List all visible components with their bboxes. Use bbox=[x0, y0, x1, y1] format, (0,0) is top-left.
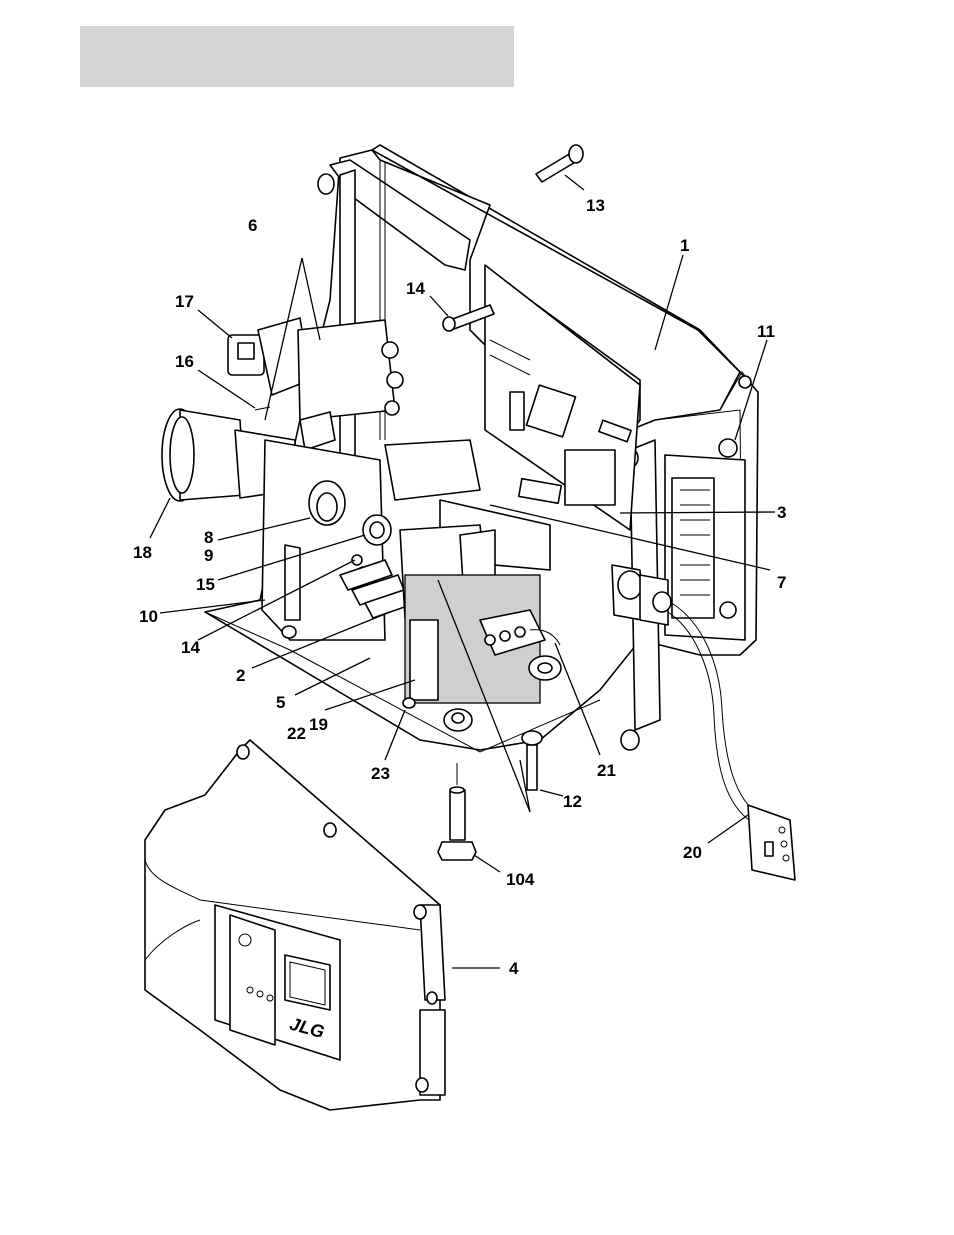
screw-12 bbox=[527, 745, 537, 790]
callout-23: 23 bbox=[371, 764, 390, 783]
callout-22: 22 bbox=[287, 724, 306, 743]
callout-17: 17 bbox=[175, 292, 194, 311]
callout-14-top: 14 bbox=[406, 279, 425, 298]
callout-7: 7 bbox=[777, 573, 786, 592]
callout-18: 18 bbox=[133, 543, 152, 562]
callout-6: 6 bbox=[248, 216, 257, 235]
bolt-104 bbox=[450, 790, 465, 840]
callout-104: 104 bbox=[506, 870, 535, 889]
callout-10: 10 bbox=[139, 607, 158, 626]
callout-20: 20 bbox=[683, 843, 702, 862]
callout-8: 8 bbox=[204, 528, 213, 547]
bottom-cover bbox=[145, 740, 445, 1110]
washer-23 bbox=[403, 698, 415, 708]
callout-21: 21 bbox=[597, 761, 616, 780]
callout-5: 5 bbox=[276, 693, 285, 712]
callout-19: 19 bbox=[309, 715, 328, 734]
callout-4: 4 bbox=[509, 959, 519, 978]
callout-13: 13 bbox=[586, 196, 605, 215]
callout-11: 11 bbox=[757, 322, 775, 341]
callout-3: 3 bbox=[777, 503, 786, 522]
callout-15: 15 bbox=[196, 575, 215, 594]
connector-block bbox=[672, 478, 714, 618]
callout-2: 2 bbox=[236, 666, 245, 685]
callout-12: 12 bbox=[563, 792, 582, 811]
callout-1: 1 bbox=[680, 236, 689, 255]
callout-14-bottom: 14 bbox=[181, 638, 200, 657]
callout-16: 16 bbox=[175, 352, 194, 371]
callout-9: 9 bbox=[204, 546, 213, 565]
screw-11 bbox=[719, 439, 737, 457]
